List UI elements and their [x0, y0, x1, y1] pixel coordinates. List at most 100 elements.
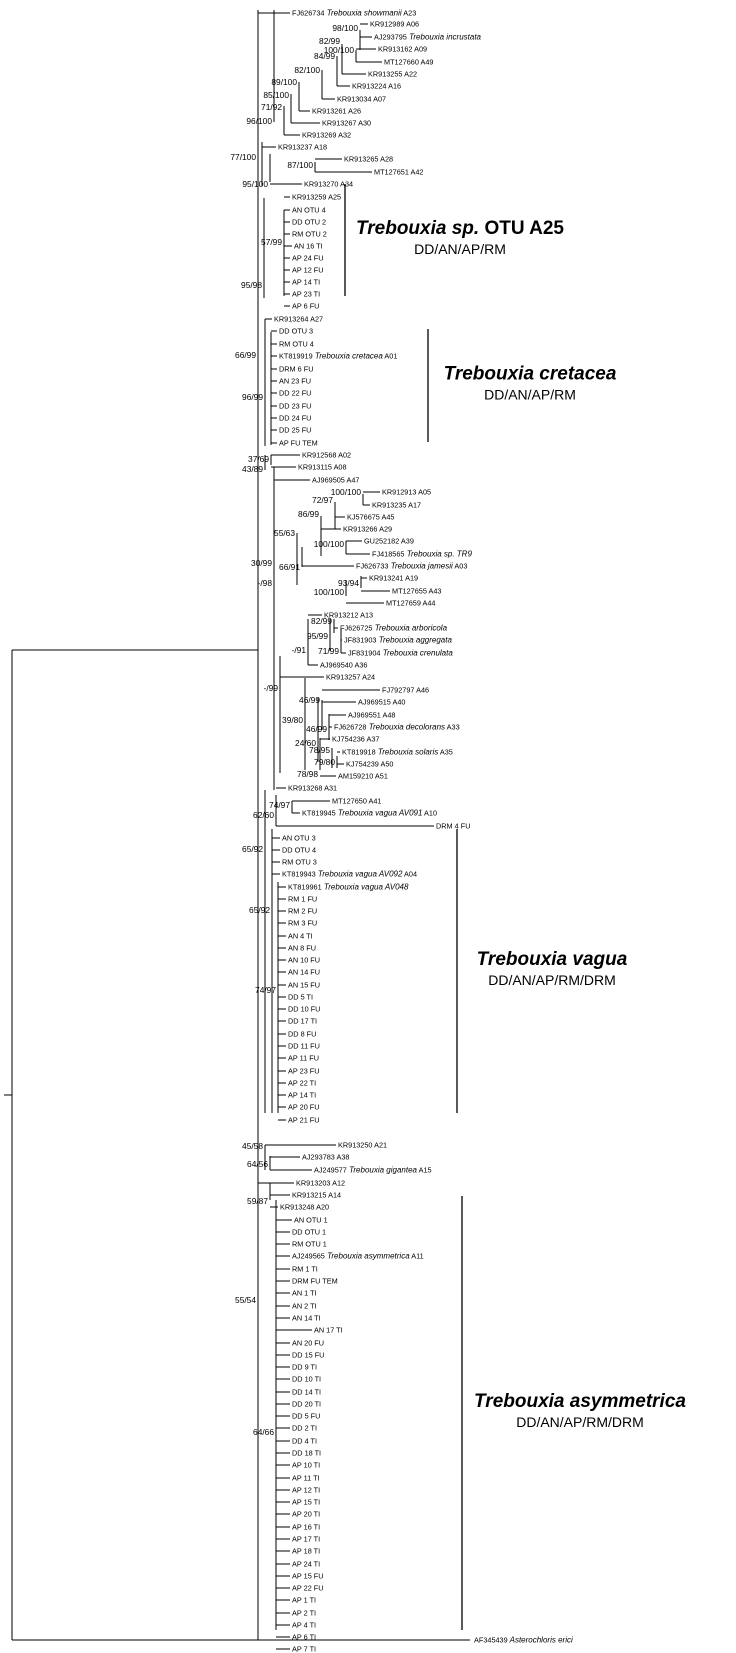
- leaf-label: AP 23 FU: [288, 1067, 320, 1076]
- leaf-label: KT819943 Trebouxia vagua AV092 A04: [282, 870, 417, 879]
- leaf-label: GU252182 A39: [364, 537, 414, 546]
- leaf-label: DD 8 FU: [288, 1030, 316, 1039]
- support-value: 66/91: [279, 562, 300, 572]
- support-value: 64/66: [253, 1427, 274, 1437]
- leaf-label: AN 20 FU: [292, 1339, 324, 1348]
- clade-annotations: Trebouxia sp. OTU A25DD/AN/AP/RMTrebouxi…: [344, 184, 686, 1630]
- leaf-label: DD 9 TI: [292, 1363, 317, 1372]
- leaf-label: AN 8 FU: [288, 944, 316, 953]
- leaf-label: AN 15 FU: [288, 981, 320, 990]
- leaf-label: DD 24 FU: [279, 414, 311, 423]
- leaf-label: DD 4 TI: [292, 1437, 317, 1446]
- leaf-label: AP 11 TI: [292, 1474, 320, 1483]
- leaf-label: KR913235 A17: [372, 501, 421, 510]
- leaf-label: AN 16 TI: [294, 242, 323, 251]
- support-value: 74/97: [255, 985, 276, 995]
- support-values: 77/10096/10071/9285/10089/10082/10084/99…: [230, 23, 361, 1437]
- support-value: 82/99: [319, 36, 340, 46]
- leaf-label: AJ293783 A38: [302, 1153, 349, 1162]
- leaf-label: AN 10 FU: [288, 956, 320, 965]
- leaf-label: MT127659 A44: [386, 599, 436, 608]
- clade-title: Trebouxia cretacea: [444, 364, 617, 385]
- leaf-label: KT819918 Trebouxia solaris A35: [342, 748, 453, 757]
- clade-title: Trebouxia vagua: [477, 949, 628, 970]
- leaf-label: DRM FU TEM: [292, 1277, 338, 1286]
- leaf-label: DD OTU 3: [279, 327, 313, 336]
- leaf-label: KR913265 A28: [344, 155, 393, 164]
- leaf-label: AJ249577 Trebouxia gigantea A15: [314, 1166, 432, 1175]
- leaf-label: AP 14 TI: [292, 278, 320, 287]
- leaf-label: KR913162 A09: [378, 45, 427, 54]
- leaf-label: AP 20 FU: [288, 1103, 320, 1112]
- clade-populations: DD/AN/AP/RM: [414, 241, 506, 257]
- support-value: 55/63: [274, 528, 295, 538]
- leaf-label: AN OTU 1: [294, 1216, 328, 1225]
- leaf-label: FJ418565 Trebouxia sp. TR9: [372, 550, 472, 559]
- leaf-label: AP 18 TI: [292, 1547, 320, 1556]
- leaf-label: DD 11 FU: [288, 1042, 320, 1051]
- leaf-label: AJ969505 A47: [312, 476, 359, 485]
- support-value: 65/92: [249, 905, 270, 915]
- support-value: 100/100: [324, 45, 355, 55]
- leaf-label: KR913264 A27: [274, 315, 323, 324]
- leaf-label: RM 1 FU: [288, 895, 317, 904]
- support-value: 74/97: [269, 800, 290, 810]
- support-value: 64/56: [247, 1159, 268, 1169]
- leaf-label: KT819945 Trebouxia vagua AV091 A10: [302, 809, 437, 818]
- leaf-label: DD 15 FU: [292, 1351, 324, 1360]
- leaf-label: RM OTU 3: [282, 858, 317, 867]
- leaf-label: AJ969551 A48: [348, 711, 395, 720]
- leaf-label: AP 23 TI: [292, 290, 320, 299]
- leaf-label: KR913212 A13: [324, 611, 373, 620]
- leaf-label: KR913224 A16: [352, 82, 401, 91]
- support-value: 39/80: [282, 715, 303, 725]
- leaf-labels: FJ626734 Trebouxia showmanii A23KR912989…: [274, 9, 573, 1653]
- support-value: 72/97: [312, 495, 333, 505]
- support-value: 78/98: [297, 769, 318, 779]
- leaf-label: AM159210 A51: [338, 772, 388, 781]
- support-value: 93/94: [338, 578, 359, 588]
- leaf-label: AP 15 FU: [292, 1572, 324, 1581]
- leaf-label: KR913248 A20: [280, 1203, 329, 1212]
- leaf-label: DD 23 FU: [279, 402, 311, 411]
- support-value: 96/100: [246, 116, 272, 126]
- leaf-label: AN 17 TI: [314, 1326, 343, 1335]
- support-value: 100/100: [314, 539, 345, 549]
- leaf-label: KJ576675 A45: [347, 513, 394, 522]
- leaf-label: KJ754239 A50: [346, 760, 393, 769]
- leaf-label: AP 22 TI: [288, 1079, 316, 1088]
- leaf-label: AP 20 TI: [292, 1510, 320, 1519]
- leaf-label: KR913257 A24: [326, 673, 375, 682]
- leaf-label: DD 25 FU: [279, 426, 311, 435]
- leaf-label: DD 10 FU: [288, 1005, 320, 1014]
- leaf-label: KR913268 A31: [288, 784, 337, 793]
- leaf-label: AP FU TEM: [279, 439, 318, 448]
- leaf-label: AN OTU 3: [282, 834, 316, 843]
- leaf-label: KR913255 A22: [368, 70, 417, 79]
- leaf-label: AP 16 TI: [292, 1523, 320, 1532]
- leaf-label: KR913115 A08: [298, 463, 347, 472]
- leaf-label: FJ626734 Trebouxia showmanii A23: [292, 9, 416, 18]
- support-value: 30/99: [251, 558, 272, 568]
- leaf-label: KR912568 A02: [302, 451, 351, 460]
- leaf-label: FJ626733 Trebouxia jamesii A03: [356, 562, 467, 571]
- support-value: 78/95: [309, 745, 330, 755]
- leaf-label: KR913034 A07: [337, 95, 386, 104]
- leaf-label: KR913269 A32: [302, 131, 351, 140]
- leaf-label: AJ249565 Trebouxia asymmetrica A11: [292, 1252, 424, 1261]
- branches: [4, 10, 470, 1650]
- support-value: 85/100: [263, 90, 289, 100]
- support-value: 71/92: [261, 102, 282, 112]
- support-value: 57/99: [261, 237, 282, 247]
- support-value: 62/60: [253, 810, 274, 820]
- support-value: 45/58: [242, 1141, 263, 1151]
- leaf-label: DD OTU 4: [282, 846, 316, 855]
- leaf-label: KR913215 A14: [292, 1191, 341, 1200]
- support-value: 89/100: [271, 77, 297, 87]
- leaf-label: MT127651 A42: [374, 168, 424, 177]
- leaf-label: KT819961 Trebouxia vagua AV048: [288, 883, 409, 892]
- leaf-label: JF831903 Trebouxia aggregata: [344, 636, 452, 645]
- support-value: 55/54: [235, 1295, 256, 1305]
- support-value: 79/80: [314, 757, 335, 767]
